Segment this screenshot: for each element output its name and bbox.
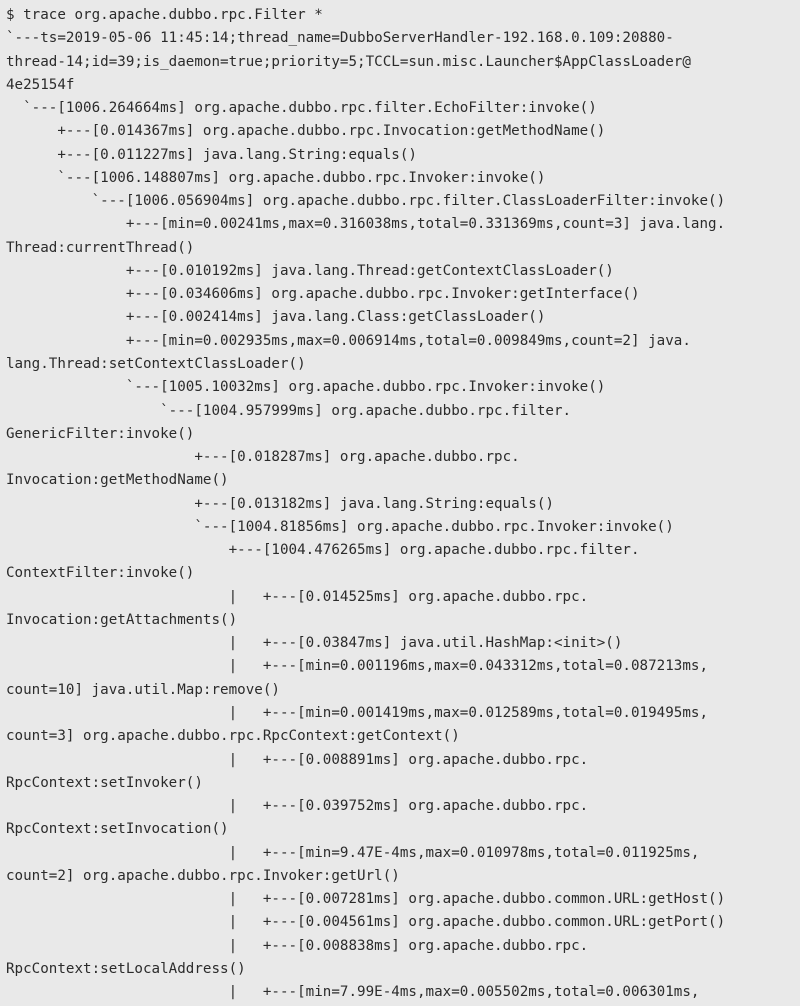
trace-header-line: `---ts=2019-05-06 11:45:14;thread_name=D… (6, 30, 674, 47)
trace-line: Invocation:getMethodName() (6, 472, 229, 489)
trace-header-line: 4e25154f (6, 76, 75, 93)
trace-line: | +---[0.004561ms] org.apache.dubbo.comm… (6, 914, 726, 931)
trace-line: | +---[0.008891ms] org.apache.dubbo.rpc. (6, 751, 589, 768)
trace-line: +---[0.018287ms] org.apache.dubbo.rpc. (6, 449, 520, 466)
trace-line: +---[1004.476265ms] org.apache.dubbo.rpc… (6, 542, 640, 559)
trace-line: +---[0.011227ms] java.lang.String:equals… (6, 146, 417, 163)
trace-line: +---[0.013182ms] java.lang.String:equals… (6, 495, 554, 512)
trace-line: `---[1006.264664ms] org.apache.dubbo.rpc… (6, 100, 597, 117)
trace-line: | +---[min=9.47E-4ms,max=0.010978ms,tota… (6, 844, 700, 861)
trace-line: +---[0.002414ms] java.lang.Class:getClas… (6, 309, 546, 326)
trace-line: RpcContext:setLocalAddress() (6, 960, 246, 977)
trace-line: count=3] org.apache.dubbo.rpc.RpcContext… (6, 728, 460, 745)
trace-line: `---[1004.957999ms] org.apache.dubbo.rpc… (6, 402, 572, 419)
trace-line: | +---[0.03847ms] java.util.HashMap:<ini… (6, 635, 623, 652)
trace-line: | +---[0.007281ms] org.apache.dubbo.comm… (6, 891, 726, 908)
trace-line: +---[0.014367ms] org.apache.dubbo.rpc.In… (6, 123, 606, 140)
trace-line: `---[1005.10032ms] org.apache.dubbo.rpc.… (6, 379, 606, 396)
trace-line: `---[1006.056904ms] org.apache.dubbo.rpc… (6, 193, 726, 210)
trace-line: | +---[0.008838ms] org.apache.dubbo.rpc. (6, 937, 589, 954)
trace-line: +---[min=0.002935ms,max=0.006914ms,total… (6, 332, 691, 349)
trace-line: lang.Thread:setContextClassLoader() (6, 355, 306, 372)
trace-line: | +---[min=0.001196ms,max=0.043312ms,tot… (6, 658, 709, 675)
trace-line: +---[min=0.00241ms,max=0.316038ms,total=… (6, 216, 726, 233)
trace-line: `---[1006.148807ms] org.apache.dubbo.rpc… (6, 169, 546, 186)
trace-line: ContextFilter:invoke() (6, 565, 195, 582)
trace-line: count=2] org.apache.dubbo.rpc.Invoker:ge… (6, 867, 400, 884)
command-line: $ trace org.apache.dubbo.rpc.Filter * (6, 7, 323, 23)
trace-line: `---[1004.81856ms] org.apache.dubbo.rpc.… (6, 518, 674, 535)
trace-line: RpcContext:setInvoker() (6, 774, 203, 791)
trace-line: | +---[min=7.99E-4ms,max=0.005502ms,tota… (6, 984, 700, 1001)
trace-line: RpcContext:setInvocation() (6, 821, 229, 838)
trace-line: count=10] java.util.Map:remove() (6, 681, 280, 698)
trace-line: | +---[min=0.001419ms,max=0.012589ms,tot… (6, 704, 709, 721)
trace-line: Invocation:getAttachments() (6, 611, 238, 628)
trace-line: | +---[0.014525ms] org.apache.dubbo.rpc. (6, 588, 589, 605)
trace-line: Thread:currentThread() (6, 239, 195, 256)
trace-line: +---[0.034606ms] org.apache.dubbo.rpc.In… (6, 286, 640, 303)
trace-header-line: thread-14;id=39;is_daemon=true;priority=… (6, 53, 691, 70)
trace-line: +---[0.010192ms] java.lang.Thread:getCon… (6, 262, 614, 279)
trace-line: GenericFilter:invoke() (6, 425, 195, 442)
trace-line: | +---[0.039752ms] org.apache.dubbo.rpc. (6, 798, 589, 815)
